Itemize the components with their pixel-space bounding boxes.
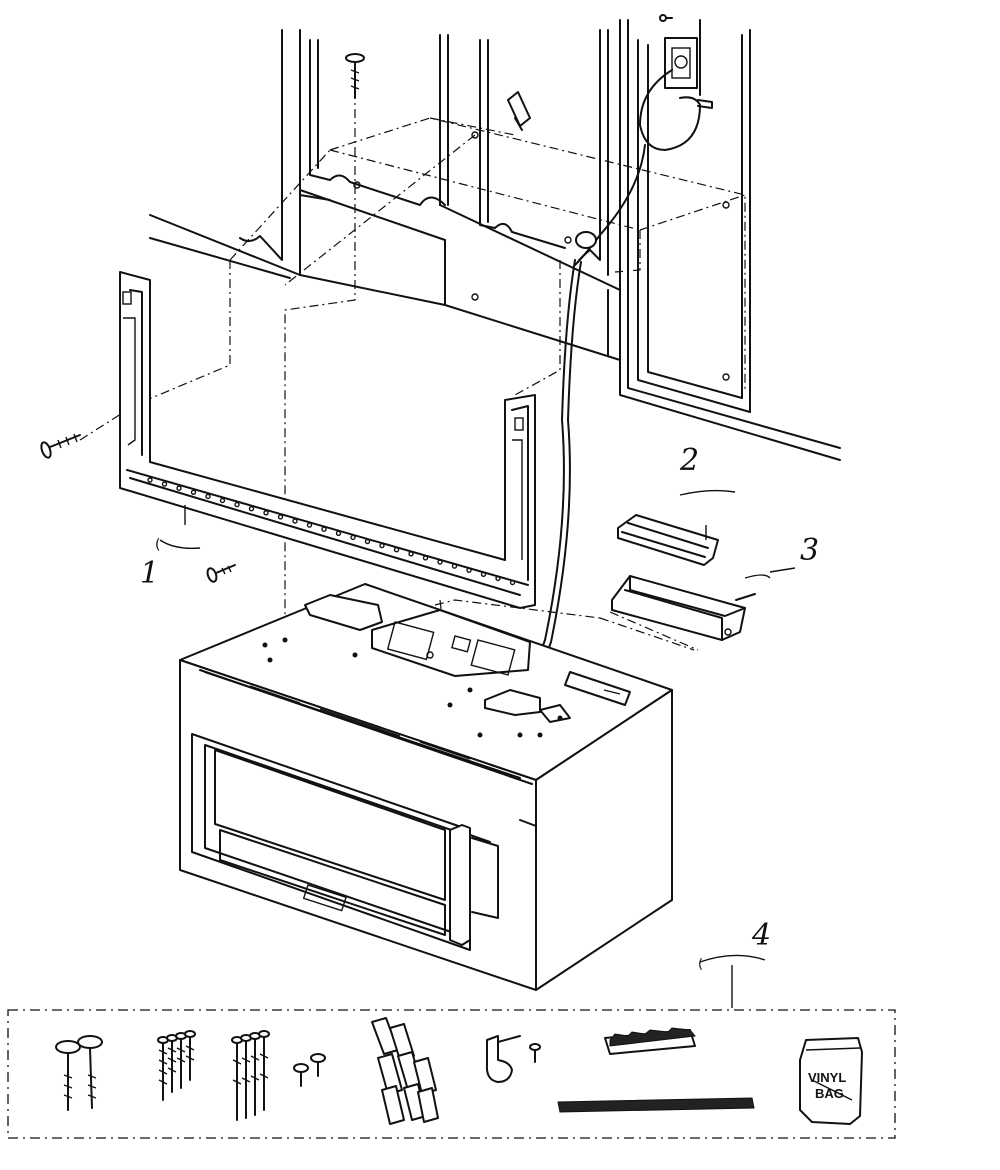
foam-tape-icon [557, 1097, 755, 1113]
plate-hole [509, 579, 516, 586]
callout-1-label: 1 [140, 556, 159, 591]
kit-leader-mark: ( [698, 957, 703, 972]
plate-hole [422, 555, 429, 561]
top-hole [447, 702, 453, 708]
wall-cabinets [149, 19, 841, 461]
vinyl-bag-label-line1: VINYL [808, 1070, 846, 1085]
machine-screws-icon [293, 1053, 326, 1087]
vinyl-bag-icon [799, 1037, 863, 1125]
plate-callout-arc [159, 539, 201, 550]
plate-hole [350, 534, 356, 541]
microwave-oven [179, 583, 673, 991]
plate-hole [306, 522, 313, 528]
part-2-damper [617, 489, 736, 566]
plate-hole [263, 510, 269, 516]
top-hole [477, 732, 483, 738]
toggle-bolt-icon [507, 91, 531, 131]
plate-leader-mark: ( [155, 537, 160, 553]
plate-screw-left-icon [40, 433, 81, 459]
hardware-kit-box: ( [7, 954, 896, 1139]
cable-clamp-icon [485, 1035, 541, 1083]
top-hole [467, 687, 473, 693]
top-hole [352, 652, 358, 658]
damper-strip-icon [604, 1027, 696, 1055]
microwave-top-holes [262, 637, 563, 738]
plate-hole [234, 501, 240, 508]
vinyl-bag-label-line2: BAG [815, 1086, 844, 1101]
top-hole [537, 732, 543, 738]
plate-hole [451, 563, 458, 569]
callout-2-label: 2 [679, 443, 699, 478]
plate-hole [408, 551, 414, 557]
plate-hole [480, 571, 487, 577]
plate-hole [190, 489, 197, 495]
plate-hole [205, 493, 211, 500]
plate-hole [248, 506, 255, 512]
cabinet-guide-lines [79, 90, 746, 720]
long-bolts-icon [55, 1035, 103, 1111]
plate-hole [495, 575, 501, 582]
part-3-adapter [611, 567, 796, 641]
callout-3-label: 3 [800, 533, 819, 568]
plate-screw-bottom-icon [206, 564, 236, 583]
plate-hole [277, 514, 284, 520]
top-hole [557, 715, 563, 721]
plate-hole [147, 477, 153, 483]
mounting-plate [119, 271, 536, 609]
power-outlet-icon [659, 14, 698, 89]
plate-hole [466, 567, 472, 573]
top-hole [517, 732, 523, 738]
plate-hole [176, 485, 182, 491]
top-hole [262, 642, 268, 648]
plate-hole [161, 481, 168, 487]
top-hole [282, 637, 288, 643]
wood-screws-icon [157, 1030, 196, 1101]
plate-hole [335, 530, 342, 536]
callout-4-label: 4 [751, 918, 771, 953]
plate-hole [219, 497, 226, 504]
plate-hole [321, 526, 327, 532]
plate-hole [292, 518, 298, 524]
plate-hole [393, 547, 400, 553]
cabinet-screw-icon [345, 53, 365, 99]
plate-hole [379, 542, 385, 549]
toggle-wings-icon [371, 1017, 439, 1125]
plate-hole [437, 559, 443, 565]
toggle-bolts-icon [231, 1030, 270, 1121]
plate-holes [147, 477, 516, 586]
plate-hole [364, 538, 371, 545]
top-hole [267, 657, 273, 663]
